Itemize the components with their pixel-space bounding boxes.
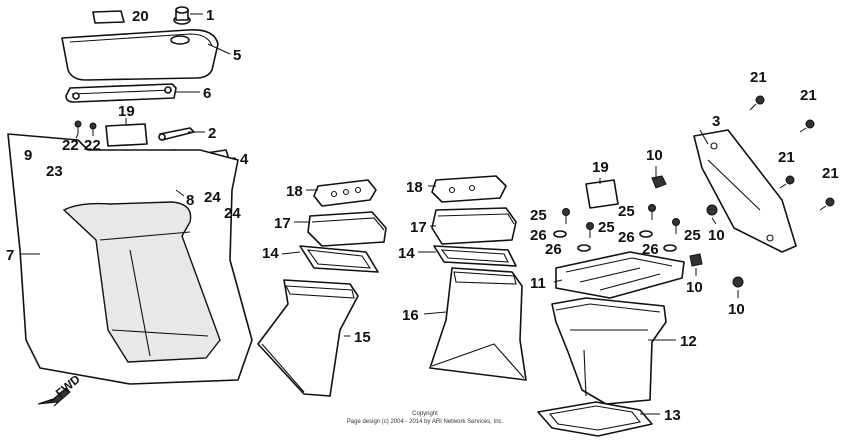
part-14-gasket-left (299, 245, 379, 273)
label-18-left: 18 (286, 183, 303, 200)
label-25-c: 25 (618, 203, 635, 220)
copyright-line-1: Copyright (412, 411, 438, 417)
label-17-right: 17 (410, 219, 427, 236)
part-17-box-right (431, 207, 517, 245)
label-23: 23 (46, 163, 63, 180)
part-7-side-panel (7, 133, 253, 385)
label-25-d: 25 (684, 227, 701, 244)
label-21-d: 21 (822, 165, 839, 182)
label-10-b: 10 (708, 227, 725, 244)
leader-lines (20, 13, 739, 415)
label-10-c: 10 (686, 279, 703, 296)
label-24-b: 24 (224, 205, 241, 222)
label-1: 1 (206, 7, 214, 24)
label-20: 20 (132, 8, 149, 25)
part-11-bracket (555, 251, 685, 299)
part-10-nuts (651, 175, 744, 288)
label-17-left: 17 (274, 215, 291, 232)
label-5: 5 (233, 47, 241, 64)
part-15-duct-left (257, 279, 359, 397)
part-12-housing (551, 297, 667, 405)
fwd-arrow: FWD (37, 372, 83, 407)
label-13: 13 (664, 407, 681, 424)
copyright-notice: Copyright Page design (c) 2004 - 2014 by… (347, 411, 504, 425)
part-26-washers (553, 230, 677, 252)
label-10-a: 10 (646, 147, 663, 164)
label-7: 7 (6, 247, 14, 264)
part-17-box-left (307, 211, 387, 247)
label-25-a: 25 (530, 207, 547, 224)
part-19-pad-right (585, 179, 619, 209)
label-22-b: 22 (84, 137, 101, 154)
label-14-left: 14 (262, 245, 279, 262)
part-14-gasket-right (433, 245, 517, 267)
label-24-a: 24 (204, 189, 221, 206)
part-16-duct-right (429, 267, 527, 381)
label-6: 6 (203, 85, 211, 102)
label-22-a: 22 (62, 137, 79, 154)
part-1-cap (173, 6, 191, 25)
label-2: 2 (208, 125, 216, 142)
label-19-right: 19 (592, 159, 609, 176)
part-25-bolts (562, 204, 680, 238)
part-21-bolts (749, 95, 835, 211)
label-26-b: 26 (545, 241, 562, 258)
label-21-a: 21 (750, 69, 767, 86)
part-22-screws (74, 120, 97, 136)
label-11: 11 (530, 275, 546, 292)
label-18-right: 18 (406, 179, 423, 196)
label-3: 3 (712, 113, 720, 130)
label-12: 12 (680, 333, 697, 350)
label-21-c: 21 (778, 149, 795, 166)
label-9: 9 (24, 147, 32, 164)
label-16: 16 (402, 307, 419, 324)
label-8: 8 (186, 192, 194, 209)
part-13-base-gasket (537, 401, 653, 437)
part-19-pad-left (105, 123, 148, 147)
label-14-right: 14 (398, 245, 415, 262)
part-2-pin (158, 127, 195, 141)
label-25-b: 25 (598, 219, 615, 236)
part-3-side-cover (693, 129, 797, 253)
label-26-d: 26 (642, 241, 659, 258)
label-26-a: 26 (530, 227, 547, 244)
part-18-cap-right (431, 175, 507, 203)
label-21-b: 21 (800, 87, 817, 104)
label-10-d: 10 (728, 301, 745, 318)
label-26-c: 26 (618, 229, 635, 246)
part-20-label-plate (92, 10, 125, 24)
part-6-bracket (65, 83, 177, 103)
part-18-cap-left (313, 179, 377, 207)
label-19-left: 19 (118, 103, 135, 120)
copyright-line-2: Page design (c) 2004 - 2014 by ARI Netwo… (347, 419, 504, 425)
label-15: 15 (354, 329, 371, 346)
callout-labels: 20 1 5 6 19 2 4 22 22 9 23 8 24 24 7 18 … (6, 7, 839, 424)
part-5-top-cover (61, 28, 219, 81)
fwd-label: FWD (53, 372, 83, 401)
label-4: 4 (240, 151, 249, 168)
